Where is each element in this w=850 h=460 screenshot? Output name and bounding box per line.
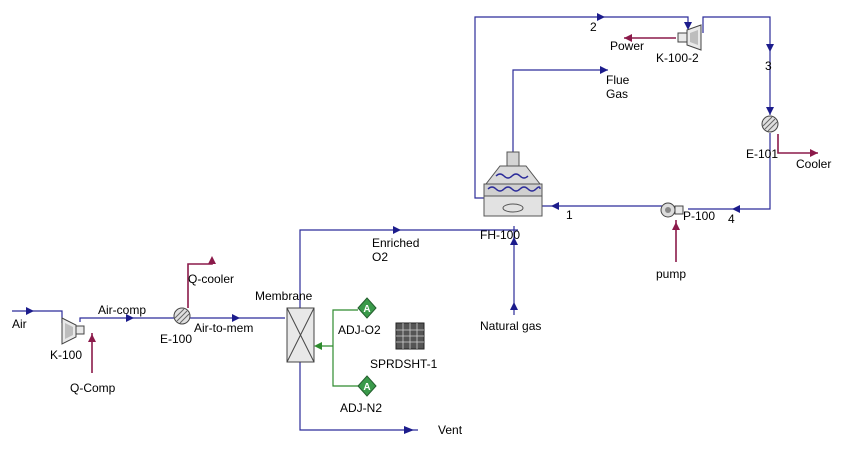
stream-3-arrow-1 [766, 44, 774, 52]
label-o2: O2 [372, 250, 388, 264]
label-flue: Flue [606, 73, 630, 87]
stream-4-arrow [732, 205, 740, 213]
energy-pump-arrow [672, 222, 680, 230]
stream-enriched-o2-arrow [393, 226, 401, 234]
stream-3-line[interactable] [702, 16, 771, 115]
compressor-icon[interactable] [677, 24, 702, 51]
control-adjust-lines [332, 309, 358, 387]
label-q-comp: Q-Comp [70, 381, 116, 395]
stream-natural-gas-arrow-1 [510, 302, 518, 310]
stream-vent-line[interactable] [299, 362, 418, 431]
label-p100: P-100 [683, 209, 715, 223]
label-e101: E-101 [746, 147, 778, 161]
stream-air-comp-line[interactable] [79, 317, 174, 322]
compressor-icon[interactable] [61, 317, 85, 345]
stream-2-arrow-1 [597, 13, 605, 21]
stream-enriched-o2-line[interactable] [299, 229, 518, 308]
energy-power-arrow [624, 34, 632, 42]
label-k100-2: K-100-2 [656, 51, 699, 65]
label-q-cooler: Q-cooler [188, 272, 234, 286]
label-air-comp: Air-comp [98, 303, 146, 317]
membrane-separator-icon[interactable] [286, 307, 315, 363]
label-pump: pump [656, 267, 686, 281]
label-power: Power [610, 39, 644, 53]
label-natural-gas: Natural gas [480, 319, 541, 333]
stream-2-arrow-2 [684, 22, 692, 30]
stream-natural-gas-arrow-2 [510, 237, 518, 245]
energy-cooler-line[interactable] [777, 134, 818, 154]
svg-text:A: A [363, 304, 370, 315]
stream-2-line[interactable] [474, 16, 689, 199]
stream-4-line[interactable] [688, 133, 771, 210]
label-e100: E-100 [160, 332, 192, 346]
svg-text:A: A [363, 382, 370, 393]
label-adj-n2: ADJ-N2 [340, 401, 382, 415]
stream-air-arrow [26, 307, 34, 315]
pump-icon[interactable] [660, 202, 684, 218]
stream-3-arrow-2 [766, 107, 774, 115]
stream-flue-gas-line[interactable] [512, 69, 608, 152]
label-cooler: Cooler [796, 157, 831, 171]
label-fh100: FH-100 [480, 228, 520, 242]
energy-q-cooler-arrow [208, 256, 216, 264]
energy-q-comp-arrow [88, 334, 96, 342]
label-stream-3: 3 [765, 59, 772, 73]
stream-flue-gas-arrow [600, 66, 608, 74]
label-vent: Vent [438, 423, 463, 437]
spreadsheet-icon[interactable] [395, 322, 425, 350]
stream-air-comp-arrow [126, 314, 134, 322]
stream-1-arrow [551, 202, 559, 210]
label-stream-1: 1 [566, 208, 573, 222]
label-air: Air [12, 317, 27, 331]
label-stream-2: 2 [590, 20, 597, 34]
adjust-logic-icon[interactable]: A [357, 297, 377, 319]
control-arrow [314, 342, 322, 350]
stream-vent-arrow [404, 426, 414, 434]
adjust-logic-icon[interactable]: A [357, 375, 377, 397]
stream-air-to-mem-arrow [232, 314, 240, 322]
label-stream-4: 4 [728, 212, 735, 226]
heat-exchanger-icon[interactable] [173, 307, 191, 325]
fired-heater-icon[interactable] [483, 151, 543, 217]
label-air-to-mem: Air-to-mem [194, 321, 253, 335]
label-sprdsht: SPRDSHT-1 [370, 357, 438, 371]
energy-cooler-arrow [810, 149, 818, 157]
label-gas: Gas [606, 87, 628, 101]
label-membrane: Membrane [255, 289, 313, 303]
label-enriched: Enriched [372, 236, 419, 250]
label-adj-o2: ADJ-O2 [338, 323, 381, 337]
label-k100: K-100 [50, 348, 82, 362]
heat-exchanger-icon[interactable] [761, 115, 779, 133]
